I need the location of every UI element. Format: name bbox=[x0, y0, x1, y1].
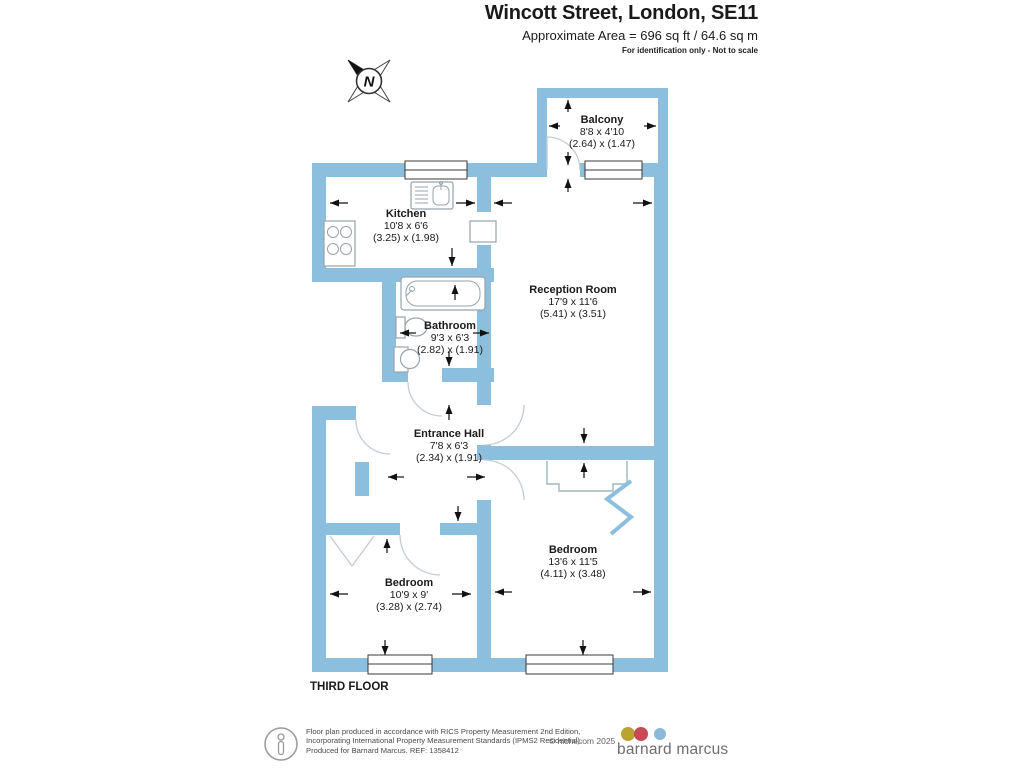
footer-disclaimer: Floor plan produced in accordance with R… bbox=[306, 727, 582, 755]
room-name: Bedroom bbox=[384, 577, 434, 589]
kitchen-hob-icon bbox=[323, 220, 356, 267]
approximate-area: Approximate Area = 696 sq ft / 64.6 sq m bbox=[522, 28, 758, 43]
room-dims-imperial: 10'8 x 6'6 bbox=[383, 220, 429, 232]
room-dims-metric: (2.82) x (1.91) bbox=[417, 344, 483, 356]
door-arc-bedroom-right bbox=[483, 459, 525, 501]
toilet-icon bbox=[395, 316, 428, 339]
wall-segment bbox=[312, 406, 326, 672]
windows bbox=[367, 160, 643, 675]
room-label-reception: Reception Room 17'9 x 11'6 (5.41) x (3.5… bbox=[529, 284, 616, 320]
room-label-kitchen: Kitchen 10'8 x 6'6 (3.25) x (1.98) bbox=[373, 208, 439, 244]
room-dims-imperial: 13'6 x 11'5 bbox=[548, 556, 598, 568]
room-dims-metric: (3.25) x (1.98) bbox=[373, 232, 439, 244]
footer-line: Floor plan produced in accordance with R… bbox=[306, 727, 581, 736]
barnard-marcus-logo-dots bbox=[621, 727, 666, 741]
room-name: Reception Room bbox=[529, 284, 617, 296]
wall-segment bbox=[355, 462, 369, 496]
wall-segment bbox=[440, 523, 477, 535]
room-dims-imperial: 10'9 x 9' bbox=[389, 589, 429, 601]
fixtures bbox=[323, 181, 635, 536]
door-arc-reception bbox=[483, 404, 525, 446]
room-dims-metric: (3.28) x (2.74) bbox=[376, 601, 442, 613]
window-bedroom-left bbox=[367, 654, 433, 675]
compass-icon: N bbox=[347, 59, 391, 103]
barnard-marcus-logo-text: barnard marcus bbox=[617, 741, 729, 758]
walls bbox=[312, 88, 668, 672]
room-label-balcony: Balcony 8'8 x 4'10 (2.64) x (1.47) bbox=[569, 114, 635, 150]
window-bedroom-right bbox=[525, 654, 614, 675]
bathtub-icon bbox=[400, 276, 486, 311]
room-dims-imperial: 7'8 x 6'3 bbox=[429, 440, 469, 452]
room-dims-metric: (5.41) x (3.51) bbox=[540, 308, 606, 320]
kitchen-sink-icon bbox=[410, 181, 454, 210]
door-arc-bedroom-left bbox=[399, 534, 441, 576]
wall-segment bbox=[312, 523, 400, 535]
wall-segment bbox=[312, 658, 668, 672]
room-name: Entrance Hall bbox=[413, 428, 485, 440]
floor-name-label: THIRD FLOOR bbox=[310, 681, 389, 693]
window-kitchen bbox=[404, 160, 468, 180]
room-dims-metric: (2.34) x (1.91) bbox=[416, 452, 482, 464]
room-dims-imperial: 8'8 x 4'10 bbox=[579, 126, 625, 138]
nichecom-logo-icon bbox=[264, 727, 298, 761]
closet-double-doors bbox=[329, 535, 375, 567]
door-arc-balcony bbox=[546, 136, 581, 171]
wall-segment bbox=[537, 88, 547, 173]
basin-icon bbox=[393, 346, 421, 373]
plan-header: Wincott Street, London, SE11 Approximate… bbox=[0, 2, 758, 55]
wardrobe-alcove bbox=[546, 461, 628, 492]
wall-segment bbox=[477, 446, 668, 460]
wall-segment bbox=[477, 500, 491, 658]
doors bbox=[329, 136, 581, 576]
room-label-bedroom-right: Bedroom 13'6 x 11'5 (4.11) x (3.48) bbox=[540, 544, 605, 580]
wall-segment bbox=[654, 163, 668, 672]
wall-segment bbox=[382, 268, 396, 382]
footer-line: Incorporating International Property Mea… bbox=[306, 736, 583, 746]
room-name: Bedroom bbox=[548, 544, 598, 556]
page-title: Wincott Street, London, SE11 bbox=[484, 2, 758, 24]
door-arc-entrance bbox=[355, 419, 391, 455]
room-name: Balcony bbox=[580, 114, 624, 126]
dimension-arrows bbox=[330, 100, 656, 655]
wall-segment bbox=[477, 177, 491, 212]
wardrobe-bifold-door bbox=[603, 479, 635, 536]
wall-segment bbox=[537, 88, 668, 98]
room-dims-imperial: 17'9 x 11'6 bbox=[548, 296, 598, 308]
copyright-notice: © nichecom 2025 bbox=[549, 736, 616, 746]
door-arc-bathroom bbox=[407, 381, 443, 417]
wall-segment bbox=[658, 88, 668, 168]
room-dims-imperial: 9'3 x 6'3 bbox=[430, 332, 470, 344]
scale-disclaimer: For identification only - Not to scale bbox=[621, 46, 758, 55]
room-label-bathroom: Bathroom 9'3 x 6'3 (2.82) x (1.91) bbox=[417, 320, 483, 356]
compass-north-label: N bbox=[364, 74, 376, 91]
room-dims-metric: (2.64) x (1.47) bbox=[569, 138, 635, 150]
wall-segment bbox=[312, 163, 326, 282]
room-label-bedroom-left: Bedroom 10'9 x 9' (3.28) x (2.74) bbox=[376, 577, 442, 613]
kitchen-hatch bbox=[469, 220, 497, 243]
room-label-entrance-hall: Entrance Hall 7'8 x 6'3 (2.34) x (1.91) bbox=[413, 428, 485, 464]
window-reception-balcony bbox=[584, 160, 643, 180]
footer-line: Produced for Barnard Marcus. REF: 135841… bbox=[306, 745, 459, 755]
room-dims-metric: (4.11) x (3.48) bbox=[540, 568, 606, 580]
room-name: Bathroom bbox=[424, 320, 476, 332]
room-name: Kitchen bbox=[385, 208, 427, 220]
